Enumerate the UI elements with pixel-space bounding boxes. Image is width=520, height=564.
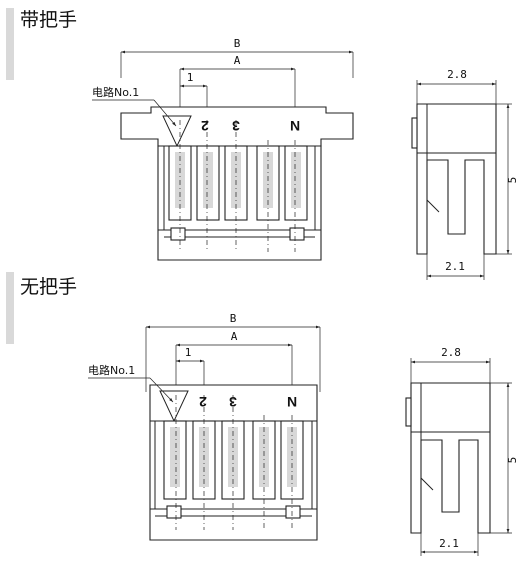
side-height-dimension: 5 — [506, 457, 519, 464]
side-top-dimension: 2.8 — [441, 346, 461, 359]
pin-label-2: 2 — [199, 394, 207, 410]
pin-label-3: 3 — [232, 118, 240, 134]
pin-label-3: 3 — [229, 394, 237, 410]
circuit-no1-label: 电路No.1 — [92, 86, 139, 99]
side-view: 2.8 5 2.1 — [405, 346, 519, 556]
section-without-handle: 无把手 B A 1 电路No.1 — [6, 272, 519, 556]
section-accent-bar — [6, 272, 14, 344]
dimension-b-label: B — [230, 312, 237, 325]
pitch-label: 1 — [187, 71, 194, 84]
side-height-dimension: 5 — [506, 177, 519, 184]
circuit-one-triangle — [159, 390, 189, 423]
front-view: B A 1 电路No.1 2 3 N — [92, 37, 354, 261]
dimension-a-label: A — [234, 54, 241, 67]
dimension-b-label: B — [234, 37, 241, 50]
pin-label-2: 2 — [201, 118, 209, 134]
section-with-handle: 带把手 B A 1 电路No.1 — [6, 8, 519, 280]
dimension-a-label: A — [231, 330, 238, 343]
pin-label-n: N — [287, 394, 297, 410]
pin-label-n: N — [290, 118, 300, 134]
circuit-one-triangle — [162, 115, 192, 148]
front-view: B A 1 电路No.1 2 3 N — [88, 312, 321, 541]
section-accent-bar — [6, 8, 14, 80]
side-top-dimension: 2.8 — [447, 68, 467, 81]
circuit-no1-label: 电路No.1 — [88, 364, 135, 377]
section-heading: 带把手 — [20, 9, 77, 31]
section-heading: 无把手 — [20, 276, 77, 298]
side-bottom-dimension: 2.1 — [445, 260, 465, 273]
pitch-label: 1 — [185, 346, 192, 359]
side-bottom-dimension: 2.1 — [439, 537, 459, 550]
side-view: 2.8 5 2.1 — [411, 68, 519, 280]
